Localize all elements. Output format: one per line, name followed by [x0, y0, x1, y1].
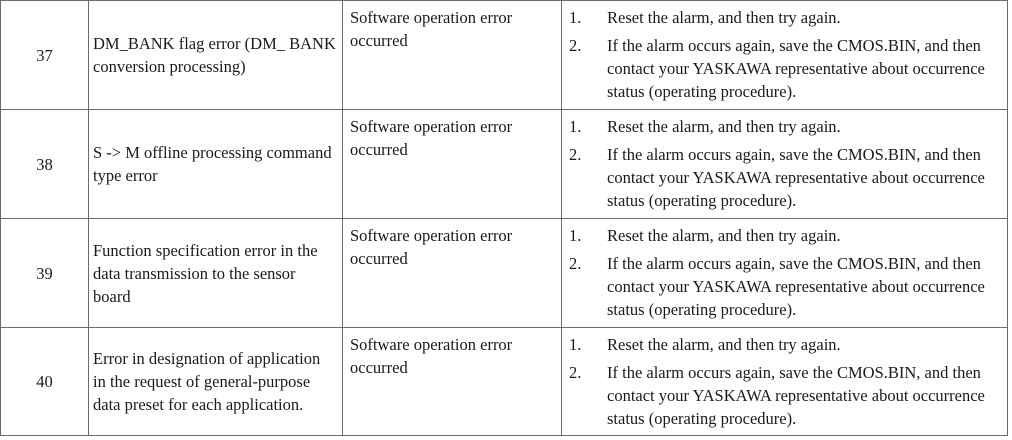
step-number: 1.	[569, 8, 582, 27]
step-text: If the alarm occurs again, save the CMOS…	[607, 363, 985, 428]
step-number: 2.	[569, 254, 582, 273]
alarm-description: Error in designation of application in t…	[88, 327, 343, 436]
alarm-remedy: 1. Reset the alarm, and then try again. …	[561, 218, 1008, 328]
remedy-step: 1. Reset the alarm, and then try again.	[569, 333, 999, 356]
remedy-step: 2. If the alarm occurs again, save the C…	[569, 34, 999, 103]
remedy-step: 1. Reset the alarm, and then try again.	[569, 224, 999, 247]
alarm-description: DM_BANK flag error (DM_ BANK conversion …	[88, 0, 343, 110]
alarm-number: 37	[0, 0, 89, 110]
step-number: 2.	[569, 36, 582, 55]
step-text: If the alarm occurs again, save the CMOS…	[607, 145, 985, 210]
table-row: 37 DM_BANK flag error (DM_ BANK conversi…	[0, 0, 1008, 110]
step-number: 1.	[569, 117, 582, 136]
step-number: 1.	[569, 226, 582, 245]
alarm-cause: Software operation error occurred	[342, 109, 562, 219]
alarm-description: S -> M offline processing command type e…	[88, 109, 343, 219]
alarm-number: 38	[0, 109, 89, 219]
alarm-cause: Software operation error occurred	[342, 218, 562, 328]
table-row: 38 S -> M offline processing command typ…	[0, 109, 1008, 219]
step-text: Reset the alarm, and then try again.	[607, 335, 841, 354]
alarm-cause: Software operation error occurred	[342, 0, 562, 110]
step-text: If the alarm occurs again, save the CMOS…	[607, 254, 985, 319]
step-number: 2.	[569, 363, 582, 382]
step-number: 1.	[569, 335, 582, 354]
remedy-step: 2. If the alarm occurs again, save the C…	[569, 252, 999, 321]
alarm-number: 39	[0, 218, 89, 328]
alarm-cause: Software operation error occurred	[342, 327, 562, 436]
table-row: 40 Error in designation of application i…	[0, 327, 1008, 436]
alarm-number: 40	[0, 327, 89, 436]
alarm-remedy: 1. Reset the alarm, and then try again. …	[561, 0, 1008, 110]
alarm-remedy: 1. Reset the alarm, and then try again. …	[561, 109, 1008, 219]
step-number: 2.	[569, 145, 582, 164]
step-text: Reset the alarm, and then try again.	[607, 226, 841, 245]
step-text: Reset the alarm, and then try again.	[607, 8, 841, 27]
remedy-step: 2. If the alarm occurs again, save the C…	[569, 361, 999, 430]
alarm-description: Function specification error in the data…	[88, 218, 343, 328]
remedy-step: 2. If the alarm occurs again, save the C…	[569, 143, 999, 212]
step-text: If the alarm occurs again, save the CMOS…	[607, 36, 985, 101]
step-text: Reset the alarm, and then try again.	[607, 117, 841, 136]
alarm-remedy: 1. Reset the alarm, and then try again. …	[561, 327, 1008, 436]
remedy-step: 1. Reset the alarm, and then try again.	[569, 6, 999, 29]
remedy-step: 1. Reset the alarm, and then try again.	[569, 115, 999, 138]
table-row: 39 Function specification error in the d…	[0, 218, 1008, 328]
